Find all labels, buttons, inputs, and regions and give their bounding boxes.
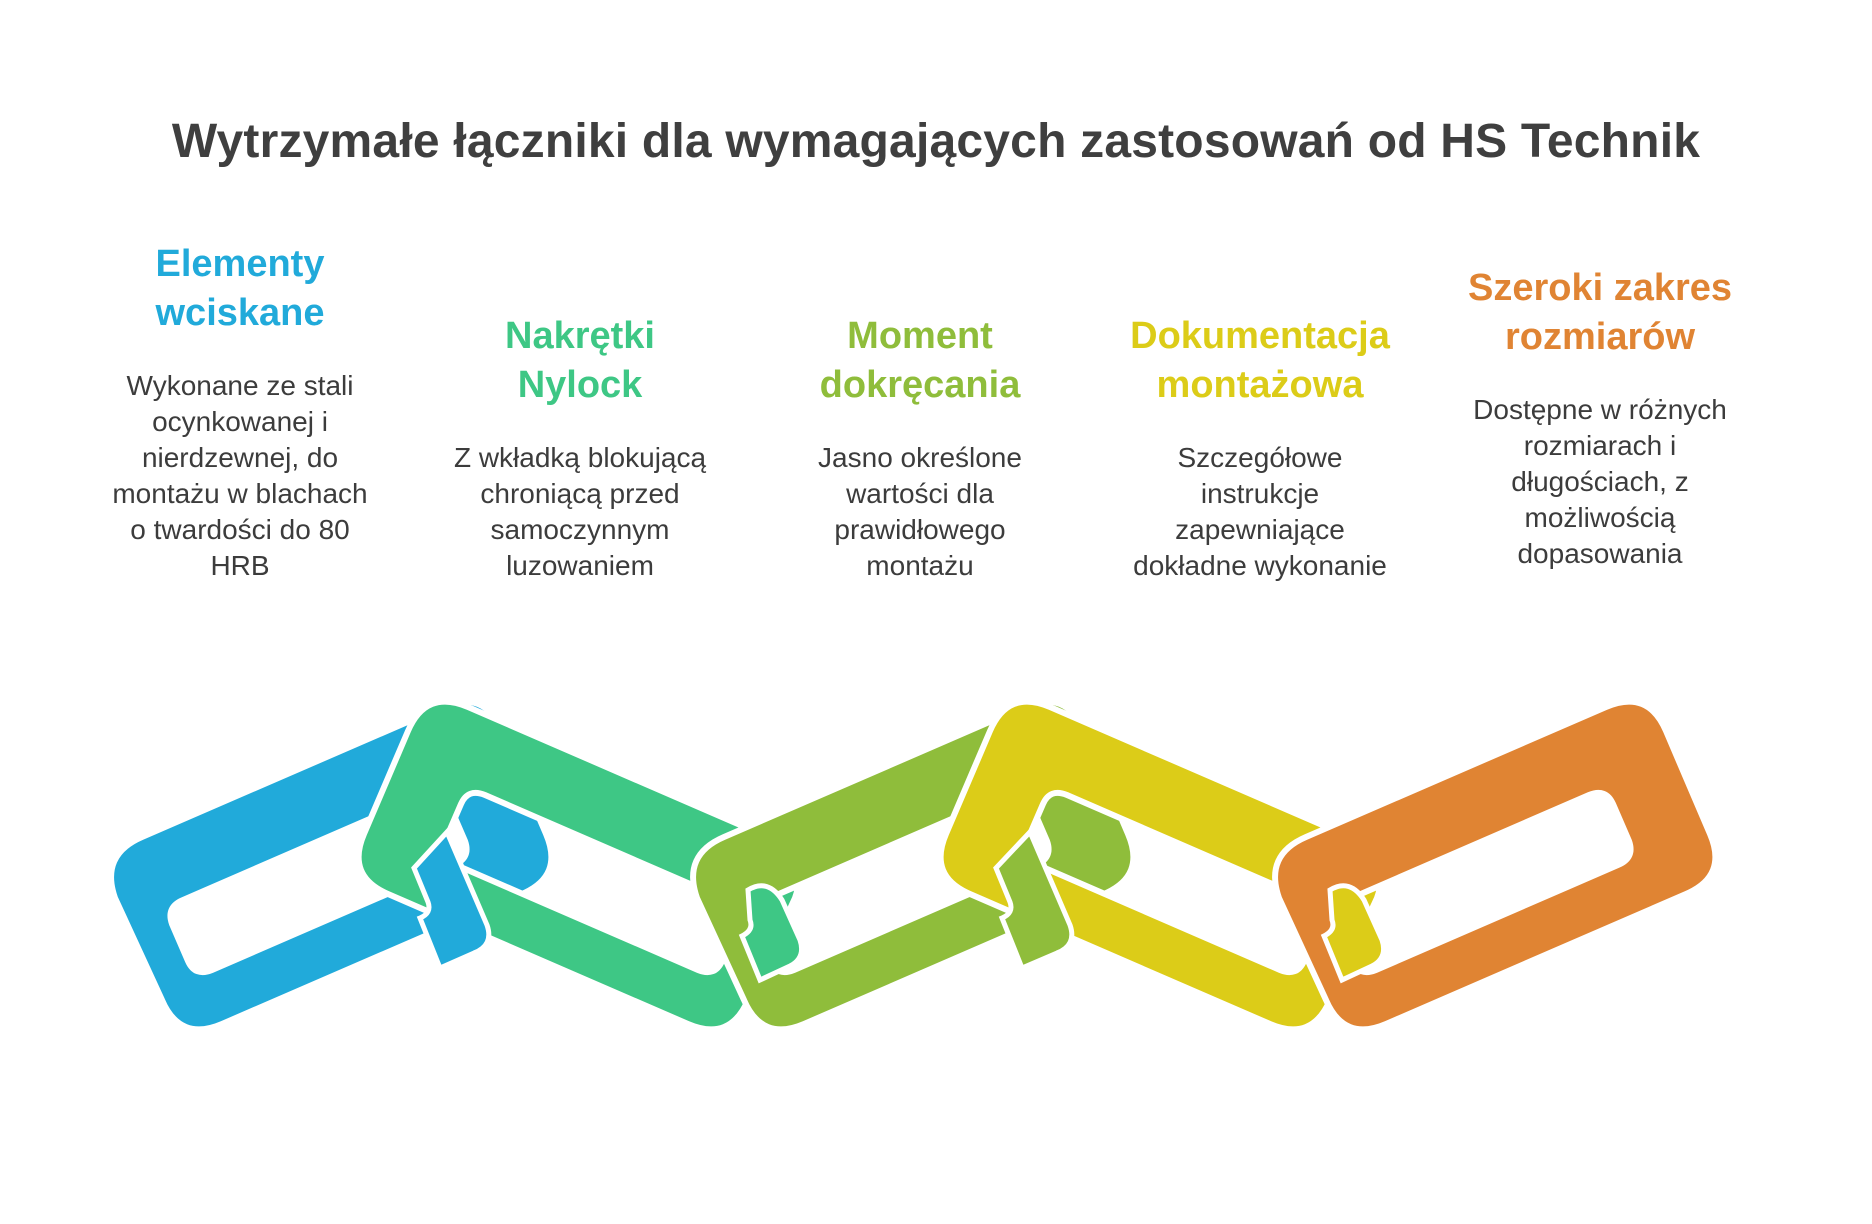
desc-line: zapewniające: [1175, 514, 1345, 545]
desc-line: dokładne wykonanie: [1133, 550, 1387, 581]
desc-line: wartości dla: [846, 478, 994, 509]
desc-line: prawidłowego: [834, 514, 1006, 545]
feature-heading-line: Szeroki zakres: [1467, 267, 1733, 309]
feature-heading-line: wciskane: [155, 292, 325, 334]
desc-line: luzowaniem: [506, 550, 654, 581]
feature-description: Z wkładką blokującą chroniącą przed samo…: [420, 440, 740, 584]
chain-overlap-lime-over-yellow: [993, 827, 1075, 972]
desc-line: montażu: [866, 550, 974, 581]
desc-line: Szczegółowe: [1177, 442, 1343, 473]
desc-line: Wykonane ze stali: [126, 370, 354, 401]
desc-line: samoczynnym: [490, 514, 670, 545]
feature-heading: Nakrętki Nylock: [420, 312, 740, 410]
desc-line: rozmiarach i: [1523, 430, 1677, 461]
chain-overlap-green-over-lime: [738, 883, 805, 984]
desc-line: HRB: [210, 550, 270, 581]
feature-nakretki-nylock: Nakrętki Nylock Z wkładką blokującą chro…: [420, 312, 740, 584]
desc-line: Z wkładką blokującą: [453, 442, 707, 473]
desc-line: nierdzewnej, do: [141, 442, 339, 473]
feature-heading-line: rozmiarów: [1504, 316, 1696, 358]
feature-heading: Szeroki zakres rozmiarów: [1440, 264, 1760, 362]
chain-overlap-blue-over-green: [411, 827, 492, 972]
feature-moment-dokrecania: Moment dokręcania Jasno określone wartoś…: [760, 312, 1080, 584]
feature-heading-line: Nylock: [517, 364, 643, 406]
feature-description: Jasno określone wartości dla prawidłoweg…: [760, 440, 1080, 584]
feature-heading-line: montażowa: [1156, 364, 1364, 406]
desc-line: o twardości do 80: [130, 514, 350, 545]
desc-line: ocynkowanej i: [152, 406, 328, 437]
feature-heading-line: Dokumentacja: [1130, 315, 1390, 357]
feature-heading-line: Moment: [847, 315, 993, 357]
feature-elementy-wciskane: Elementy wciskane Wykonane ze stali ocyn…: [80, 240, 400, 584]
feature-description: Szczegółowe instrukcje zapewniające dokł…: [1100, 440, 1420, 584]
feature-heading-line: dokręcania: [819, 364, 1021, 406]
feature-heading: Elementy wciskane: [80, 240, 400, 338]
desc-line: montażu w blachach: [112, 478, 368, 509]
desc-line: dopasowania: [1517, 538, 1683, 569]
desc-line: długościach, z: [1511, 466, 1689, 497]
desc-line: możliwością: [1524, 502, 1676, 533]
desc-line: instrukcje: [1200, 478, 1320, 509]
feature-dokumentacja-montazowa: Dokumentacja montażowa Szczegółowe instr…: [1100, 312, 1420, 584]
feature-heading: Dokumentacja montażowa: [1100, 312, 1420, 410]
chain-overlap-yellow-over-orange: [1320, 883, 1387, 984]
feature-description: Wykonane ze stali ocynkowanej i nierdzew…: [80, 368, 400, 584]
feature-szeroki-zakres: Szeroki zakres rozmiarów Dostępne w różn…: [1440, 264, 1760, 572]
feature-heading-line: Nakrętki: [505, 315, 655, 357]
desc-line: Jasno określone: [818, 442, 1022, 473]
feature-heading: Moment dokręcania: [760, 312, 1080, 410]
page-title: Wytrzymałe łączniki dla wymagających zas…: [171, 115, 1701, 168]
desc-line: Dostępne w różnych: [1473, 394, 1727, 425]
desc-line: chroniącą przed: [480, 478, 680, 509]
feature-heading-line: Elementy: [155, 243, 325, 285]
feature-description: Dostępne w różnych rozmiarach i długości…: [1440, 392, 1760, 572]
